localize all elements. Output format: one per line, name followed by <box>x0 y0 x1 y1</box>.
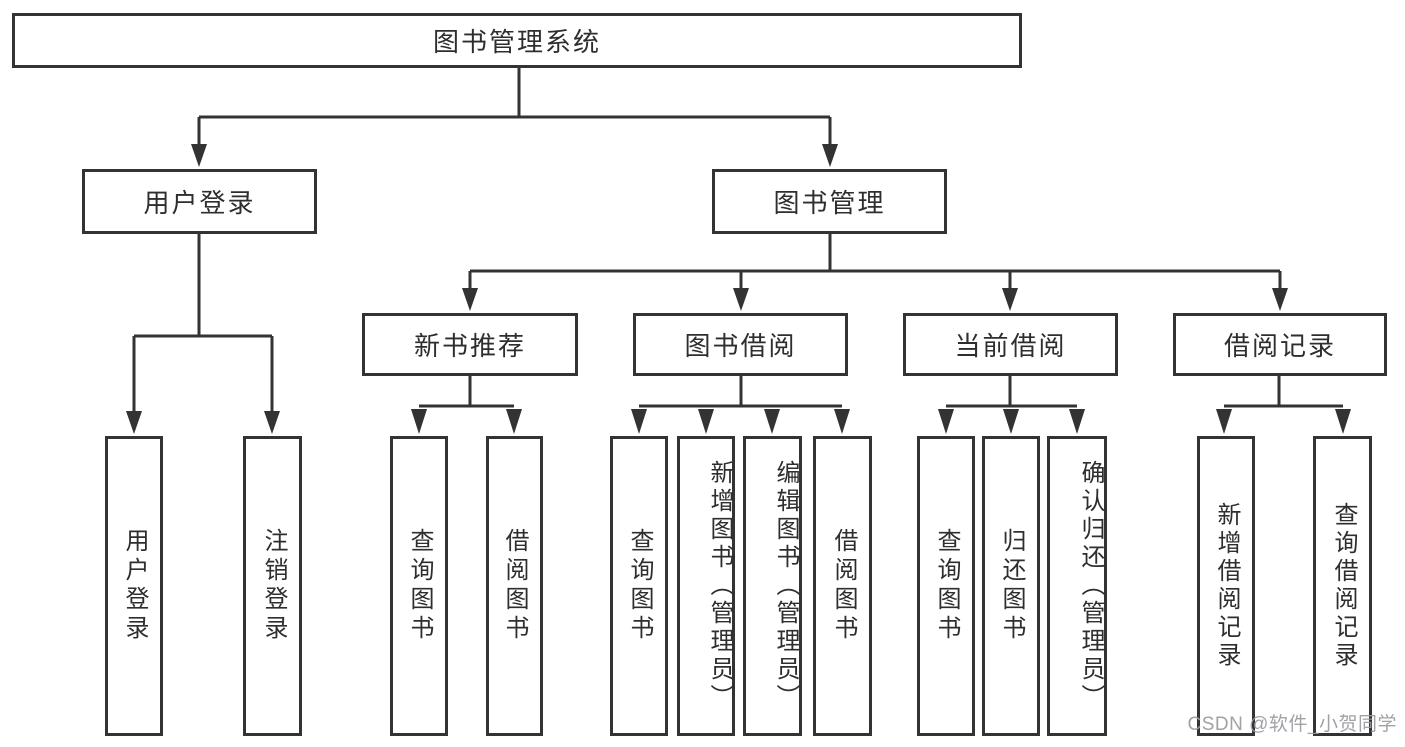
connector-user-branch <box>132 234 274 413</box>
leaf-add-books-admin: 新增图书（管理员） <box>677 436 735 736</box>
node-user-login-branch: 用户登录 <box>82 169 317 234</box>
arrow-down-leaves <box>411 409 1351 434</box>
node-borrow-records: 借阅记录 <box>1173 313 1387 376</box>
connector-group-current <box>946 376 1077 408</box>
leaf-borrow-books-2: 借阅图书 <box>813 436 872 736</box>
connector-group-recommend <box>419 376 514 408</box>
connector-group-records <box>1224 376 1343 408</box>
connector-group-borrow <box>639 376 842 408</box>
node-book-borrow: 图书借阅 <box>633 313 848 376</box>
node-new-book-recommend: 新书推荐 <box>362 313 578 376</box>
arrow-down-level3 <box>462 288 1288 311</box>
leaf-borrow-books-1: 借阅图书 <box>486 436 543 736</box>
leaf-edit-books-admin: 编辑图书（管理员） <box>743 436 802 736</box>
leaf-query-borrow-record: 查询借阅记录 <box>1313 436 1372 736</box>
leaf-return-books: 归还图书 <box>982 436 1040 736</box>
leaf-query-books-3: 查询图书 <box>917 436 975 736</box>
connector-root-split <box>197 68 832 146</box>
connector-books-branch <box>468 234 1282 290</box>
leaf-confirm-return-admin: 确认归还（管理员） <box>1047 436 1107 736</box>
arrow-down-user-leaves <box>126 411 280 434</box>
node-system-root: 图书管理系统 <box>12 13 1022 68</box>
arrow-down-level2 <box>191 144 838 167</box>
leaf-query-books-1: 查询图书 <box>390 436 448 736</box>
leaf-user-login: 用户登录 <box>105 436 163 736</box>
node-current-borrow: 当前借阅 <box>903 313 1118 376</box>
leaf-add-borrow-record: 新增借阅记录 <box>1197 436 1255 736</box>
leaf-logout: 注销登录 <box>243 436 302 736</box>
node-book-management-branch: 图书管理 <box>712 169 947 234</box>
csdn-watermark: CSDN @软件_小贺同学 <box>1187 714 1397 735</box>
leaf-query-books-2: 查询图书 <box>610 436 668 736</box>
